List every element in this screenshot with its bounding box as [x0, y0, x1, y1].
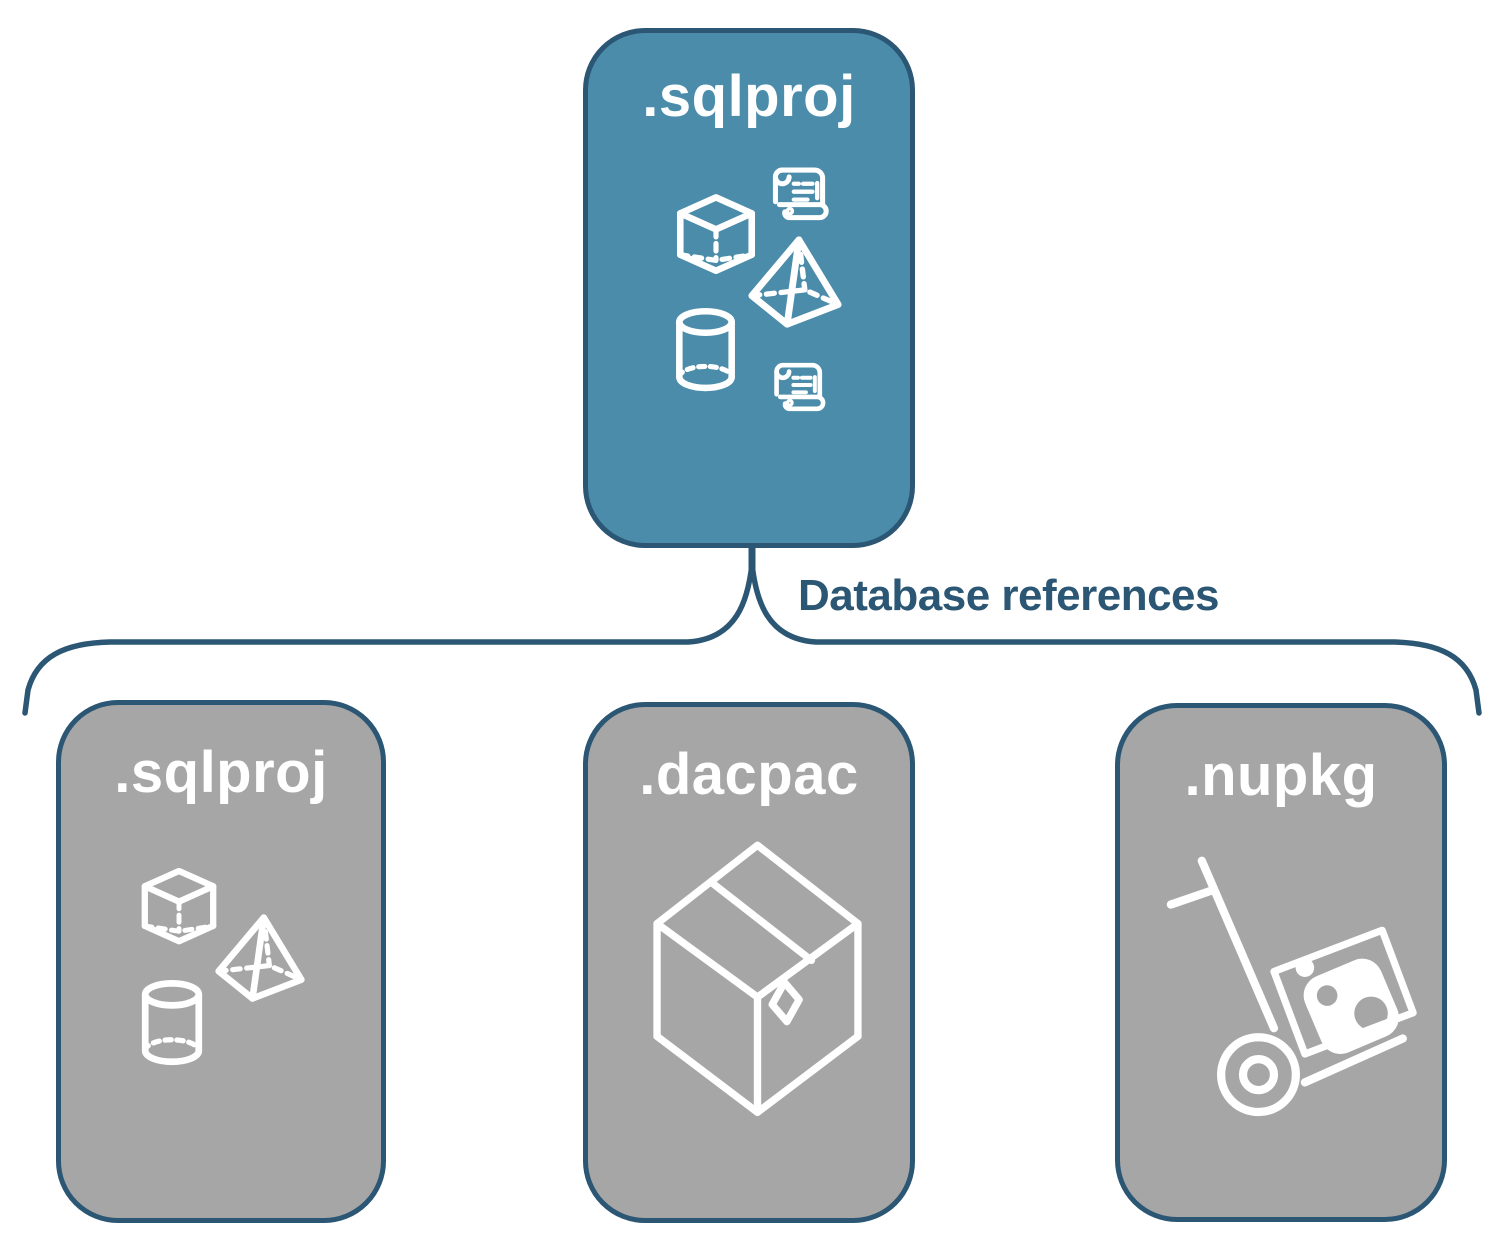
nuget-handtruck-icon [1163, 853, 1421, 1121]
package-box-icon [635, 835, 880, 1125]
scroll-icon [762, 160, 840, 232]
root-node-sqlproj: .sqlproj [583, 28, 915, 548]
child-node-sqlproj: .sqlproj [56, 700, 386, 1223]
cylinder-icon [672, 308, 739, 394]
cylinder-icon [138, 980, 206, 1068]
scroll-icon [764, 356, 836, 422]
pyramid-icon [208, 912, 312, 1006]
connector-label: Database references [798, 571, 1219, 620]
pyramid-icon [740, 234, 850, 332]
child-node-label: .sqlproj [114, 740, 328, 805]
child-node-label: .dacpac [639, 742, 859, 807]
root-node-label: .sqlproj [642, 64, 856, 129]
brace-connector [22, 544, 1482, 716]
child-node-label: .nupkg [1184, 743, 1378, 808]
